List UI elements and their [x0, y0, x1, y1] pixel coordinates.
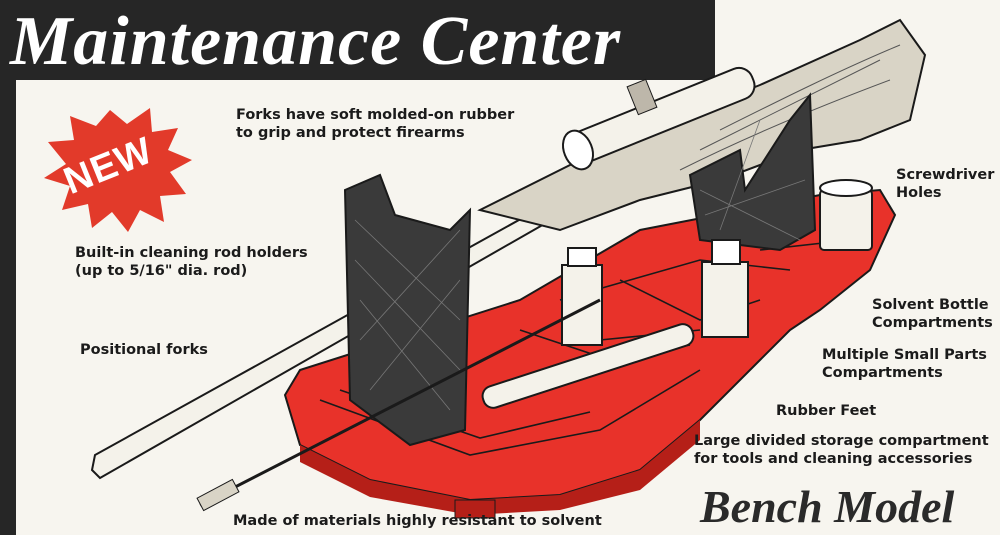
jar-right-lid — [819, 179, 873, 197]
tray-foot-left — [454, 499, 496, 519]
callout-line: to grip and protect firearms — [236, 125, 465, 141]
page-title: Maintenance Center — [10, 3, 622, 80]
fork-right-texture — [699, 119, 806, 241]
tray-front-edge — [300, 420, 700, 515]
bottle-left-cap — [567, 247, 597, 267]
left-border-band — [0, 0, 16, 535]
fork-left-texture — [354, 219, 461, 411]
stock-grain — [679, 44, 901, 171]
tray-compartment-lines — [319, 239, 851, 456]
rod-brush — [196, 478, 240, 512]
callout-line: Compartments — [822, 365, 943, 381]
title-banner: Maintenance Center — [0, 0, 715, 80]
callout-solvent: Solvent Bottle Compartments — [872, 296, 993, 332]
callout-line: Large divided storage compartment — [694, 433, 989, 449]
callout-line: Holes — [896, 185, 942, 201]
callout-rubber-feet: Rubber Feet — [776, 402, 876, 420]
bottle-mid-cap — [711, 239, 741, 265]
callout-screwdriver: Screwdriver Holes — [896, 166, 994, 202]
callout-line: Screwdriver — [896, 167, 995, 183]
callout-line: Multiple Small Parts — [822, 347, 987, 363]
new-starburst-icon — [44, 108, 192, 232]
callout-line: for tools and cleaning accessories — [694, 451, 973, 467]
cleaning-rod — [196, 298, 695, 512]
rod-line — [199, 298, 601, 507]
bottle-left — [561, 264, 603, 346]
positional-forks — [343, 92, 817, 447]
callout-line: Solvent Bottle — [872, 297, 989, 313]
rod-tube — [481, 323, 695, 409]
jar-right — [819, 189, 873, 251]
subtitle-bench-model: Bench Model — [700, 481, 955, 532]
callout-line: Compartments — [872, 315, 993, 331]
callout-positional-forks: Positional forks — [80, 341, 208, 359]
callout-line: Forks have soft molded-on rubber — [236, 107, 515, 123]
callout-small-parts: Multiple Small Parts Compartments — [822, 346, 987, 382]
fork-left — [343, 173, 472, 447]
scope-lens — [562, 129, 594, 171]
solvent-bottles — [561, 179, 873, 346]
callout-line: Built-in cleaning rod holders — [75, 245, 308, 261]
callout-line: (up to 5/16" dia. rod) — [75, 263, 248, 279]
callout-rod-holders: Built-in cleaning rod holders (up to 5/1… — [75, 244, 308, 280]
callout-line: Rubber Feet — [776, 403, 877, 419]
new-badge: NEW — [44, 108, 192, 232]
bottle-mid — [701, 261, 749, 338]
callout-line: Made of materials highly resistant to so… — [233, 513, 602, 529]
rifle-stock — [477, 18, 927, 232]
callout-forks-rubber: Forks have soft molded-on rubber to grip… — [236, 106, 514, 142]
callout-line: Positional forks — [80, 342, 208, 358]
callout-storage: Large divided storage compartment for to… — [694, 432, 989, 468]
callout-materials: Made of materials highly resistant to so… — [233, 512, 602, 530]
scope-mount — [626, 78, 658, 116]
